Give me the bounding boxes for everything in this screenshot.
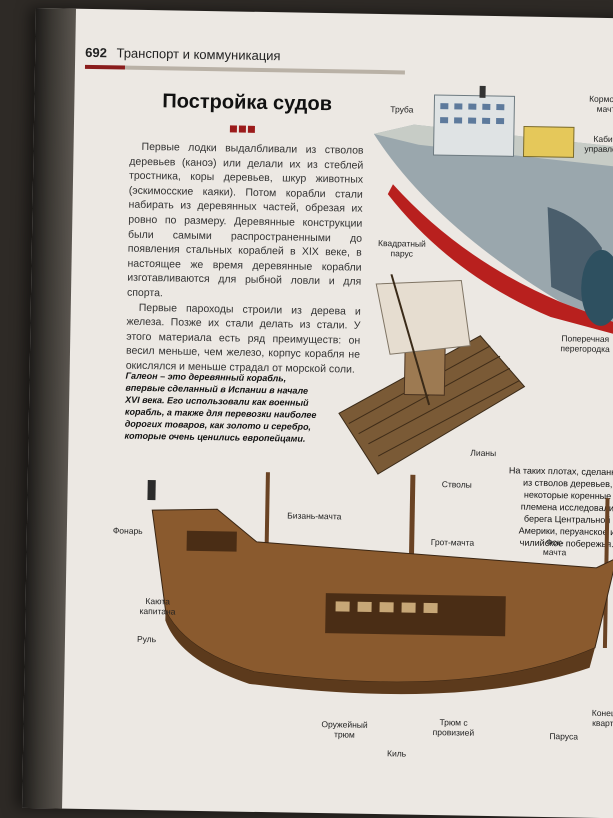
steamship-illustration [373,85,613,339]
label-kvadratny-parus: Квадратный парус [377,238,426,259]
page-header: 692 Транспорт и коммуникация [85,45,281,63]
label-bizan: Бизань-мачта [287,510,342,522]
label-liany: Лианы [470,447,497,459]
label-kormovaya-machta: Кормовая мачта [589,93,613,115]
page-gutter [22,8,76,809]
label-fonar: Фонарь [112,525,143,536]
paragraph-1: Первые лодки выдалбливали из стволов дер… [126,140,364,300]
header-rule-grey [124,65,405,75]
label-kil: Киль [386,748,407,759]
title-decoration [229,119,257,137]
label-truba: Труба [390,104,414,115]
header-rule-red [84,64,126,70]
article-body: Первые лодки выдалбливали из стволов дер… [126,140,364,378]
book-page: 692 Транспорт и коммуникация Постройка с… [22,8,613,818]
page-title: Постройка судов [162,90,333,116]
label-kabina: Кабина управления [584,133,613,155]
galleon-illustration [147,472,613,695]
galleon-caption: Галеон – это деревянный корабль, впервые… [124,370,317,444]
label-parusa: Паруса [549,731,579,742]
label-rul: Руль [136,633,157,645]
label-oruzheyny: Оружейный трюм [321,719,368,740]
label-kauta: Каюта капитана [139,596,176,617]
page-number: 692 [85,44,108,61]
label-stvoly: Стволы [441,479,472,490]
label-grot: Грот-мачта [430,536,475,548]
raft-illustration [338,273,526,475]
label-poperechnaya: Поперечная перегородка [560,333,610,355]
label-trum: Трюм с провизией [432,717,475,738]
label-konchik: Конец кварт. [591,707,613,729]
section-title: Транспорт и коммуникация [116,45,281,64]
label-fok: Фок-мачта [542,536,567,558]
paragraph-2: Первые пароходы строили из дерева и желе… [125,301,361,376]
